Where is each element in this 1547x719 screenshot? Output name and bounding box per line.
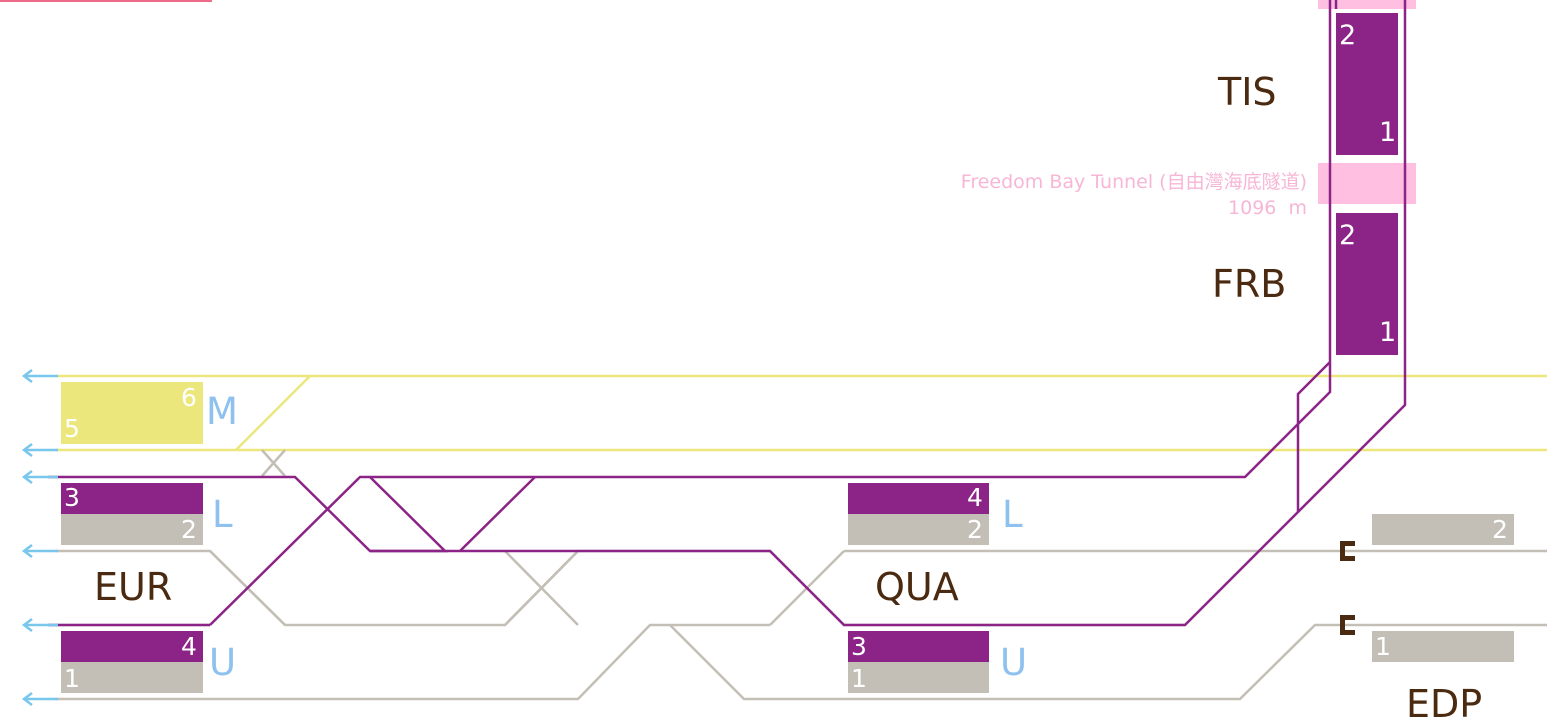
platform-qua-u-lower <box>848 662 989 693</box>
arrow-left-icon <box>21 544 58 558</box>
level-label: L <box>212 493 233 536</box>
platform-number: 1 <box>1379 117 1396 148</box>
buffer-stop-icon <box>1340 541 1355 561</box>
level-label: L <box>1002 493 1023 536</box>
platform-number: 4 <box>967 483 983 512</box>
platform-number: 5 <box>64 414 80 443</box>
platform-frb <box>1336 213 1398 355</box>
station-label-qua: QUA <box>875 565 959 609</box>
platform-number: 4 <box>181 632 197 661</box>
platform-number: 2 <box>1339 220 1356 251</box>
station-label-tis: TIS <box>1217 70 1277 114</box>
level-label: M <box>206 390 238 433</box>
level-label: U <box>1000 641 1027 684</box>
direction-arrows <box>21 369 58 706</box>
platform-number: 2 <box>1339 20 1356 51</box>
platform-number: 1 <box>851 664 867 693</box>
platform-number: 6 <box>181 383 197 412</box>
arrow-left-icon <box>21 443 58 457</box>
platform-edp-2 <box>1372 514 1514 545</box>
station-label-eur: EUR <box>94 565 172 609</box>
arrow-left-icon <box>21 692 58 706</box>
arrow-left-icon <box>21 618 58 632</box>
tunnel-band <box>1318 163 1416 204</box>
purple-tracks <box>48 0 1407 627</box>
platform-qua-l-upper <box>848 483 989 514</box>
tunnel-length: 1096 m <box>1228 197 1307 219</box>
arrow-left-icon <box>21 369 58 383</box>
platform-eur-u-lower <box>61 662 203 693</box>
platform-eur-u-upper <box>61 631 203 662</box>
platform-number: 1 <box>64 664 80 693</box>
platform-number: 2 <box>1492 515 1508 544</box>
platform-number: 2 <box>181 515 197 544</box>
platform-number: 3 <box>851 632 867 661</box>
platform-eur-l-lower <box>61 514 203 545</box>
arrow-left-icon <box>21 470 58 484</box>
platform-eur-m <box>61 382 203 444</box>
buffer-stop-icon <box>1340 615 1355 635</box>
buffer-stops <box>1340 541 1355 635</box>
platform-number: 2 <box>967 515 983 544</box>
platform-qua-l-lower <box>848 514 989 545</box>
station-label-edp: EDP <box>1406 682 1482 719</box>
platform-tis <box>1336 13 1398 155</box>
platform-qua-u-upper <box>848 631 989 662</box>
platform-number: 1 <box>1379 317 1396 348</box>
platform-number: 3 <box>64 483 80 512</box>
grey-tracks <box>55 449 1547 701</box>
tunnel-band-top <box>1318 0 1416 9</box>
tunnel-name: Freedom Bay Tunnel (自由灣海底隧道) <box>961 171 1307 193</box>
yellow-tracks <box>55 374 1547 452</box>
platform-number: 1 <box>1375 632 1391 661</box>
level-label: U <box>209 641 236 684</box>
platform-edp-1 <box>1372 631 1514 662</box>
station-label-frb: FRB <box>1212 262 1286 306</box>
platform-eur-l-upper <box>61 483 203 514</box>
